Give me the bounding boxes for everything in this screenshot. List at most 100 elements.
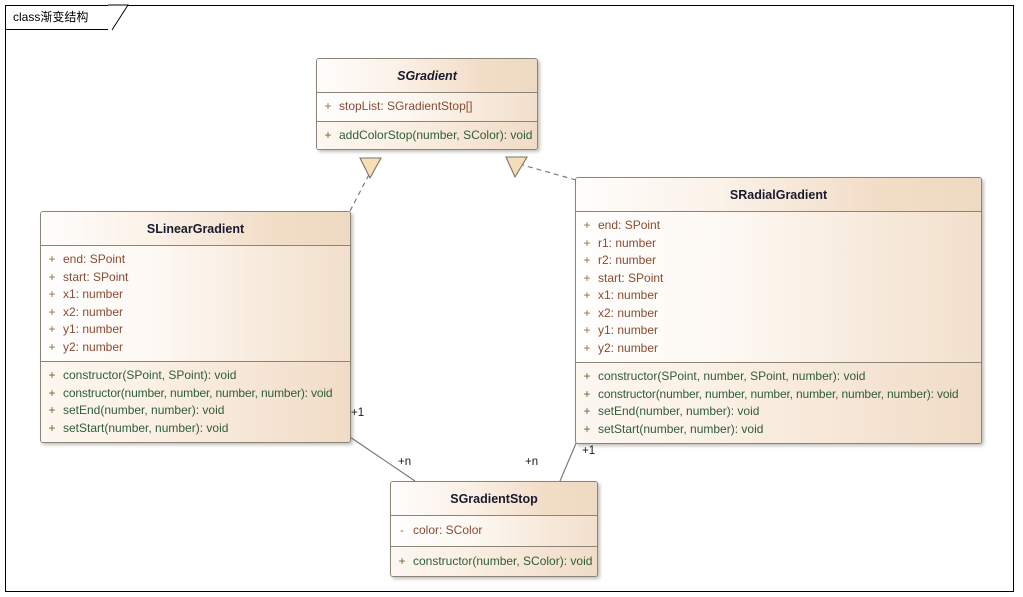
- visibility-marker: +: [48, 252, 56, 266]
- attribute-signature: x2: number: [598, 305, 659, 320]
- attribute-signature: r1: number: [598, 235, 657, 250]
- operation-signature: setEnd(number, number): void: [63, 403, 225, 417]
- operation-signature: constructor(number, SColor): void: [413, 553, 593, 568]
- class-operations-slineargradient: + constructor(SPoint, SPoint): void + co…: [41, 362, 350, 442]
- operation-signature: constructor(number, number, number, numb…: [63, 385, 333, 400]
- attribute-signature: end: SPoint: [598, 218, 661, 232]
- attribute-row: - color: SColor: [391, 522, 597, 540]
- visibility-marker: +: [398, 553, 406, 568]
- visibility-marker: +: [48, 385, 56, 400]
- attribute-signature: x1: number: [598, 288, 659, 302]
- attribute-row: + start: SPoint: [576, 270, 981, 288]
- attribute-signature: end: SPoint: [63, 252, 126, 266]
- visibility-marker: +: [48, 403, 56, 417]
- class-attributes-sradialgradient: + end: SPoint + r1: number + r2: number …: [576, 212, 981, 363]
- operation-row: + setStart(number, number): void: [576, 421, 981, 439]
- multiplicity-stop-n-right: +n: [525, 456, 539, 468]
- attribute-row: + x1: number: [576, 287, 981, 305]
- visibility-marker: +: [48, 368, 56, 382]
- visibility-marker: +: [324, 127, 332, 142]
- class-operations-sgradientstop: + constructor(number, SColor): void: [391, 546, 597, 576]
- visibility-marker: +: [583, 369, 591, 383]
- operation-row: + constructor(SPoint, SPoint): void: [41, 367, 350, 385]
- attribute-signature: start: SPoint: [63, 269, 129, 284]
- class-attributes-sgradientstop: - color: SColor: [391, 516, 597, 547]
- class-box-sgradientstop[interactable]: SGradientStop - color: SColor + construc…: [390, 481, 598, 577]
- visibility-marker: +: [583, 305, 591, 320]
- visibility-marker: +: [48, 339, 56, 354]
- attribute-signature: y1: number: [598, 323, 659, 337]
- visibility-marker: +: [48, 322, 56, 336]
- operation-row: + constructor(number, number, number, nu…: [41, 385, 350, 403]
- operation-signature: setStart(number, number): void: [598, 421, 764, 436]
- visibility-marker: +: [583, 218, 591, 232]
- operation-signature: setStart(number, number): void: [63, 420, 229, 435]
- attribute-signature: y1: number: [63, 322, 124, 336]
- attribute-row: + x2: number: [576, 305, 981, 323]
- attribute-row: + stopList: SGradientStop[]: [317, 98, 537, 116]
- attribute-signature: start: SPoint: [598, 270, 664, 285]
- attribute-row: + x2: number: [41, 304, 350, 322]
- diagram-frame-tab: [5, 5, 109, 30]
- operation-signature: setEnd(number, number): void: [598, 404, 760, 418]
- class-operations-sradialgradient: + constructor(SPoint, number, SPoint, nu…: [576, 363, 981, 443]
- visibility-marker: +: [583, 270, 591, 285]
- class-title-sradialgradient: SRadialGradient: [576, 178, 981, 212]
- class-operations-sgradient: + addColorStop(number, SColor): void: [317, 121, 537, 149]
- visibility-marker: +: [48, 287, 56, 301]
- attribute-row: + y1: number: [576, 322, 981, 340]
- class-title-sgradient: SGradient: [317, 59, 537, 93]
- diagram-frame: [5, 5, 1014, 592]
- attribute-signature: x2: number: [63, 304, 124, 319]
- attribute-row: + y1: number: [41, 321, 350, 339]
- visibility-marker: +: [583, 340, 591, 355]
- visibility-marker: +: [48, 420, 56, 435]
- multiplicity-linear-1: +1: [351, 407, 365, 419]
- attribute-row: + y2: number: [576, 340, 981, 358]
- visibility-marker: +: [48, 304, 56, 319]
- multiplicity-radial-1: +1: [582, 445, 596, 457]
- visibility-marker: +: [324, 99, 332, 113]
- class-box-sgradient[interactable]: SGradient + stopList: SGradientStop[] + …: [316, 58, 538, 150]
- operation-row: + setEnd(number, number): void: [41, 402, 350, 420]
- multiplicity-stop-n-left: +n: [398, 456, 412, 468]
- class-title-slineargradient: SLinearGradient: [41, 212, 350, 246]
- operation-row: + setEnd(number, number): void: [576, 403, 981, 421]
- operation-row: + constructor(number, number, number, nu…: [576, 386, 981, 404]
- diagram-frame-tab-slant-icon: [108, 4, 129, 31]
- attribute-row: + r1: number: [576, 235, 981, 253]
- class-box-sradialgradient[interactable]: SRadialGradient + end: SPoint + r1: numb…: [575, 177, 982, 444]
- operation-row: + setStart(number, number): void: [41, 420, 350, 438]
- visibility-marker: -: [400, 523, 404, 537]
- operation-signature: constructor(number, number, number, numb…: [598, 386, 959, 401]
- attribute-row: + end: SPoint: [41, 251, 350, 269]
- attribute-signature: r2: number: [598, 253, 657, 267]
- operation-row: + addColorStop(number, SColor): void: [317, 127, 537, 145]
- visibility-marker: +: [583, 253, 591, 267]
- attribute-signature: y2: number: [598, 340, 659, 355]
- attribute-signature: y2: number: [63, 339, 124, 354]
- class-attributes-sgradient: + stopList: SGradientStop[]: [317, 93, 537, 122]
- operation-signature: addColorStop(number, SColor): void: [339, 127, 533, 142]
- visibility-marker: +: [583, 404, 591, 418]
- visibility-marker: +: [583, 421, 591, 436]
- attribute-signature: color: SColor: [413, 523, 483, 537]
- visibility-marker: +: [583, 323, 591, 337]
- attribute-signature: x1: number: [63, 287, 124, 301]
- operation-signature: constructor(SPoint, number, SPoint, numb…: [598, 369, 866, 383]
- visibility-marker: +: [48, 269, 56, 284]
- operation-signature: constructor(SPoint, SPoint): void: [63, 368, 237, 382]
- class-attributes-slineargradient: + end: SPoint + start: SPoint + x1: numb…: [41, 246, 350, 362]
- attribute-row: + y2: number: [41, 339, 350, 357]
- attribute-row: + x1: number: [41, 286, 350, 304]
- visibility-marker: +: [583, 386, 591, 401]
- diagram-title: class渐变结构: [13, 10, 89, 24]
- visibility-marker: +: [583, 235, 591, 250]
- operation-row: + constructor(SPoint, number, SPoint, nu…: [576, 368, 981, 386]
- attribute-row: + r2: number: [576, 252, 981, 270]
- operation-row: + constructor(number, SColor): void: [391, 553, 597, 571]
- visibility-marker: +: [583, 288, 591, 302]
- class-box-slineargradient[interactable]: SLinearGradient + end: SPoint + start: S…: [40, 211, 351, 443]
- attribute-row: + start: SPoint: [41, 269, 350, 287]
